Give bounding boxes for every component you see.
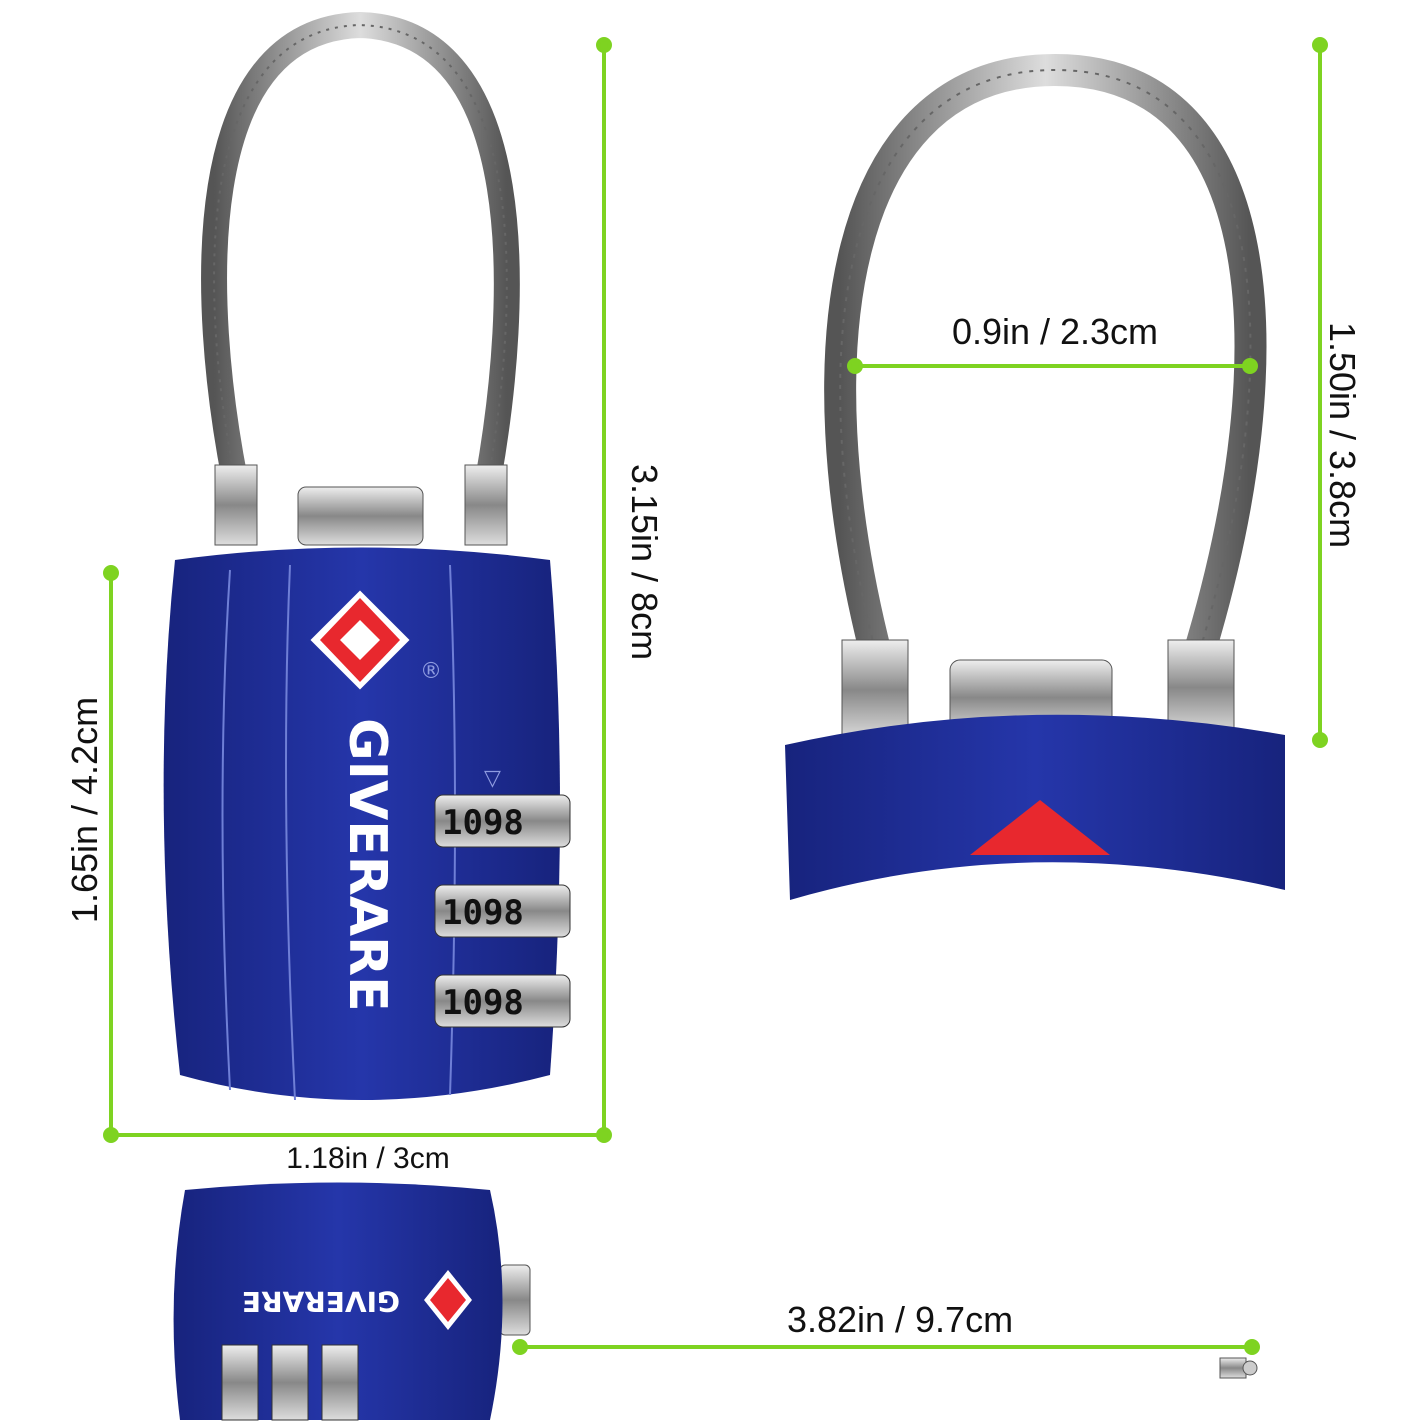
dial-3: 1098 [434,974,571,1028]
release-button [499,1264,531,1336]
svg-text:1098: 1098 [442,893,524,933]
registered-mark-icon: ® [420,659,442,684]
svg-text:1098: 1098 [442,803,524,843]
cable-length-label: 3.82in / 9.7cm [787,1299,1013,1340]
lock-cable-detail-view [785,53,1285,900]
body-width-label: 1.18in / 3cm [286,1142,449,1175]
cable-ferrule-right [464,464,508,546]
lock-body [163,547,561,1100]
cable-loop [824,53,1267,655]
body-height-label: 1.65in / 4.2cm [64,697,105,923]
tsa-logo-icon [310,590,410,690]
tsa-logo-icon [424,1270,472,1330]
cable-ferrule-right [1167,639,1235,736]
cable-loop [201,11,520,483]
lock-side-view: GIVERARE [173,1182,1258,1421]
dial [321,1344,359,1421]
cable-ferrule-left [841,639,909,741]
dial-1: 1098 [434,794,571,848]
tsa-logo-icon [970,800,1110,855]
dial [221,1344,259,1421]
dimension-lines [103,37,1328,1355]
dial [271,1344,309,1421]
lock-front-view: ® GIVERARE ▽ 1098 1098 1098 [163,11,571,1101]
cable-height-label: 1.50in / 3.8cm [1322,322,1363,548]
arrow-indicator-icon: ▽ [484,765,501,790]
cable-inner-width-label: 0.9in / 2.3cm [952,311,1158,352]
svg-text:1098: 1098 [442,983,524,1023]
cable-ferrule-left [214,464,258,546]
brand-logo: GIVERARE [337,718,397,1012]
dial-2: 1098 [434,884,571,938]
total-height-label: 3.15in / 8cm [624,464,665,660]
brand-logo: GIVERARE [242,1285,400,1318]
release-button [297,486,424,546]
